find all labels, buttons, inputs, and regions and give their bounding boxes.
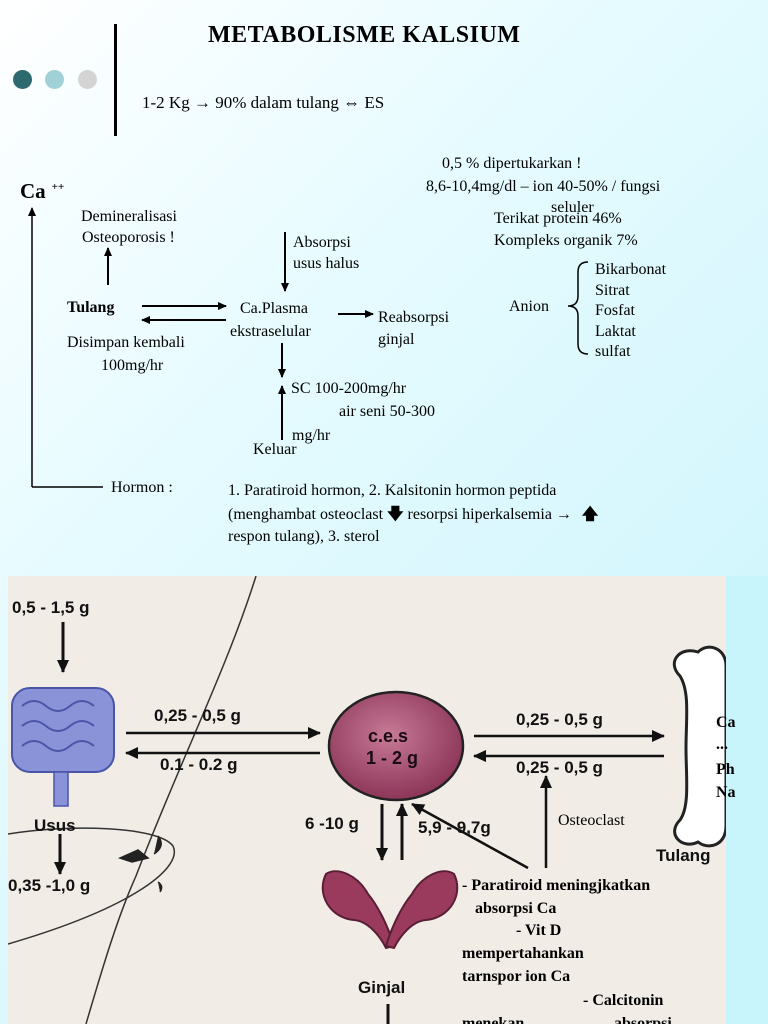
- info-line-4: Terikat protein 46%: [494, 210, 622, 227]
- anion-brace: [567, 261, 589, 355]
- disimpan-line-1: Disimpan kembali: [67, 334, 185, 351]
- sc-line-3: mg/hr: [292, 427, 331, 444]
- hormon-text-a: (menghambat osteoclast: [228, 506, 384, 523]
- absorpsi-line-1: Absorpsi: [293, 234, 351, 251]
- side-text-1: Ca: [716, 714, 736, 731]
- reabsorpsi-line-1: Reabsorpsi: [378, 309, 450, 326]
- from-kidney-value: 5,9 - 9,7g: [418, 818, 491, 837]
- to-bone-value: 0,25 - 0,5 g: [516, 710, 603, 729]
- bullet-dot-1: [13, 70, 32, 89]
- hormon-text-b: resorpsi hiperkalsemia →: [407, 506, 572, 523]
- up-arrow-icon: 🡅: [581, 504, 599, 523]
- anion-label: Anion: [509, 298, 549, 315]
- demin-line-2: Osteoporosis !: [82, 229, 175, 246]
- note-line-4: mempertahankan: [462, 945, 584, 962]
- usus-label: Usus: [34, 816, 76, 835]
- side-text-4: Na: [716, 784, 736, 801]
- hormon-line-3: respon tulang), 3. sterol: [228, 528, 380, 545]
- anion-item-2: Sitrat: [595, 282, 630, 299]
- keluar-label: Keluar: [253, 441, 297, 458]
- ces-label-1: c.e.s: [368, 726, 409, 746]
- to-kidney-value: 6 -10 g: [305, 814, 359, 833]
- title-divider: [114, 24, 117, 136]
- hormone-to-ces-arrow: [411, 802, 529, 870]
- upper-diagram-arrows: [28, 207, 589, 488]
- from-ces-value: 0.1 - 0.2 g: [160, 755, 238, 774]
- feces-value: 0,35 -1,0 g: [8, 876, 91, 895]
- side-strip: Ca ... Ph Na: [716, 576, 768, 1024]
- info-line-5: Kompleks organik 7%: [494, 232, 638, 249]
- tulang-label: Tulang: [67, 299, 115, 316]
- ginjal-label: Ginjal: [358, 978, 406, 997]
- bone-icon: [672, 645, 726, 848]
- note-line-3: - Vit D: [516, 922, 562, 939]
- hormon-line-2: (menghambat osteoclast 🡇 resorpsi hiperk…: [228, 503, 598, 525]
- info-line-1: 0,5 % dipertukarkan !: [442, 155, 582, 172]
- calcium-flow-figure: 0,5 - 1,5 g 0,25 - 0,5 g 0.1 - 0.2 g c.e…: [8, 576, 726, 1024]
- page-title: METABOLISME KALSIUM: [208, 22, 521, 48]
- anion-item-1: Bikarbonat: [595, 261, 667, 278]
- kidney-icon: [321, 870, 459, 950]
- down-arrow-icon: 🡇: [387, 504, 404, 523]
- reabsorpsi-line-2: ginjal: [378, 331, 415, 348]
- side-text-2: ...: [716, 736, 728, 753]
- pen-stroke-arc: [8, 827, 176, 945]
- intestine-icon: [11, 687, 115, 807]
- bullet-dot-3: [78, 70, 97, 89]
- disimpan-line-2: 100mg/hr: [101, 357, 164, 374]
- ca-text: Ca: [20, 179, 46, 203]
- pen-scribble: [117, 835, 163, 893]
- bullet-dot-2: [45, 70, 64, 89]
- info-line-3: seluler: [551, 199, 594, 216]
- hormon-line-1: 1. Paratiroid hormon, 2. Kalsitonin horm…: [228, 482, 557, 499]
- from-bone-value: 0,25 - 0,5 g: [516, 758, 603, 777]
- demin-line-1: Demineralisasi: [81, 208, 177, 225]
- ces-oval: [327, 690, 465, 802]
- pen-stroke-line: [85, 576, 257, 1024]
- note-line-8: absorpsi: [614, 1015, 672, 1024]
- anion-item-4: Laktat: [595, 323, 636, 340]
- note-line-2: absorpsi Ca: [475, 900, 557, 917]
- anion-item-3: Fosfat: [595, 302, 635, 319]
- to-ces-value: 0,25 - 0,5 g: [154, 706, 241, 725]
- anion-item-5: sulfat: [595, 343, 631, 360]
- ces-label-2: 1 - 2 g: [366, 748, 419, 768]
- ca-superscript: ++: [51, 181, 65, 193]
- tulang-photo-label: Tulang: [656, 846, 711, 865]
- figure-graphics: [8, 576, 726, 1024]
- note-line-5: tarnspor ion Ca: [462, 968, 571, 985]
- sc-line-2: air seni 50-300: [339, 403, 435, 420]
- hormon-label: Hormon :: [111, 479, 173, 496]
- caplasma-line-1: Ca.Plasma: [240, 300, 308, 317]
- note-line-7: menekan: [462, 1015, 525, 1024]
- intake-value: 0,5 - 1,5 g: [12, 598, 90, 617]
- osteoclast-label: Osteoclast: [558, 812, 625, 829]
- sc-line-1: SC 100-200mg/hr: [291, 380, 407, 397]
- note-line-1: - Paratiroid meningjkatkan: [462, 877, 651, 894]
- caplasma-line-2: ekstraselular: [230, 323, 311, 340]
- ca-label: Ca ++: [20, 179, 64, 204]
- absorpsi-line-2: usus halus: [293, 255, 360, 272]
- info-line-2: 8,6-10,4mg/dl – ion 40-50% / fungsi: [426, 178, 661, 195]
- note-line-6: - Calcitonin: [583, 992, 664, 1009]
- side-text-3: Ph: [716, 761, 735, 778]
- intro-line: 1-2 Kg → 90% dalam tulang ⇔ ES: [142, 93, 385, 112]
